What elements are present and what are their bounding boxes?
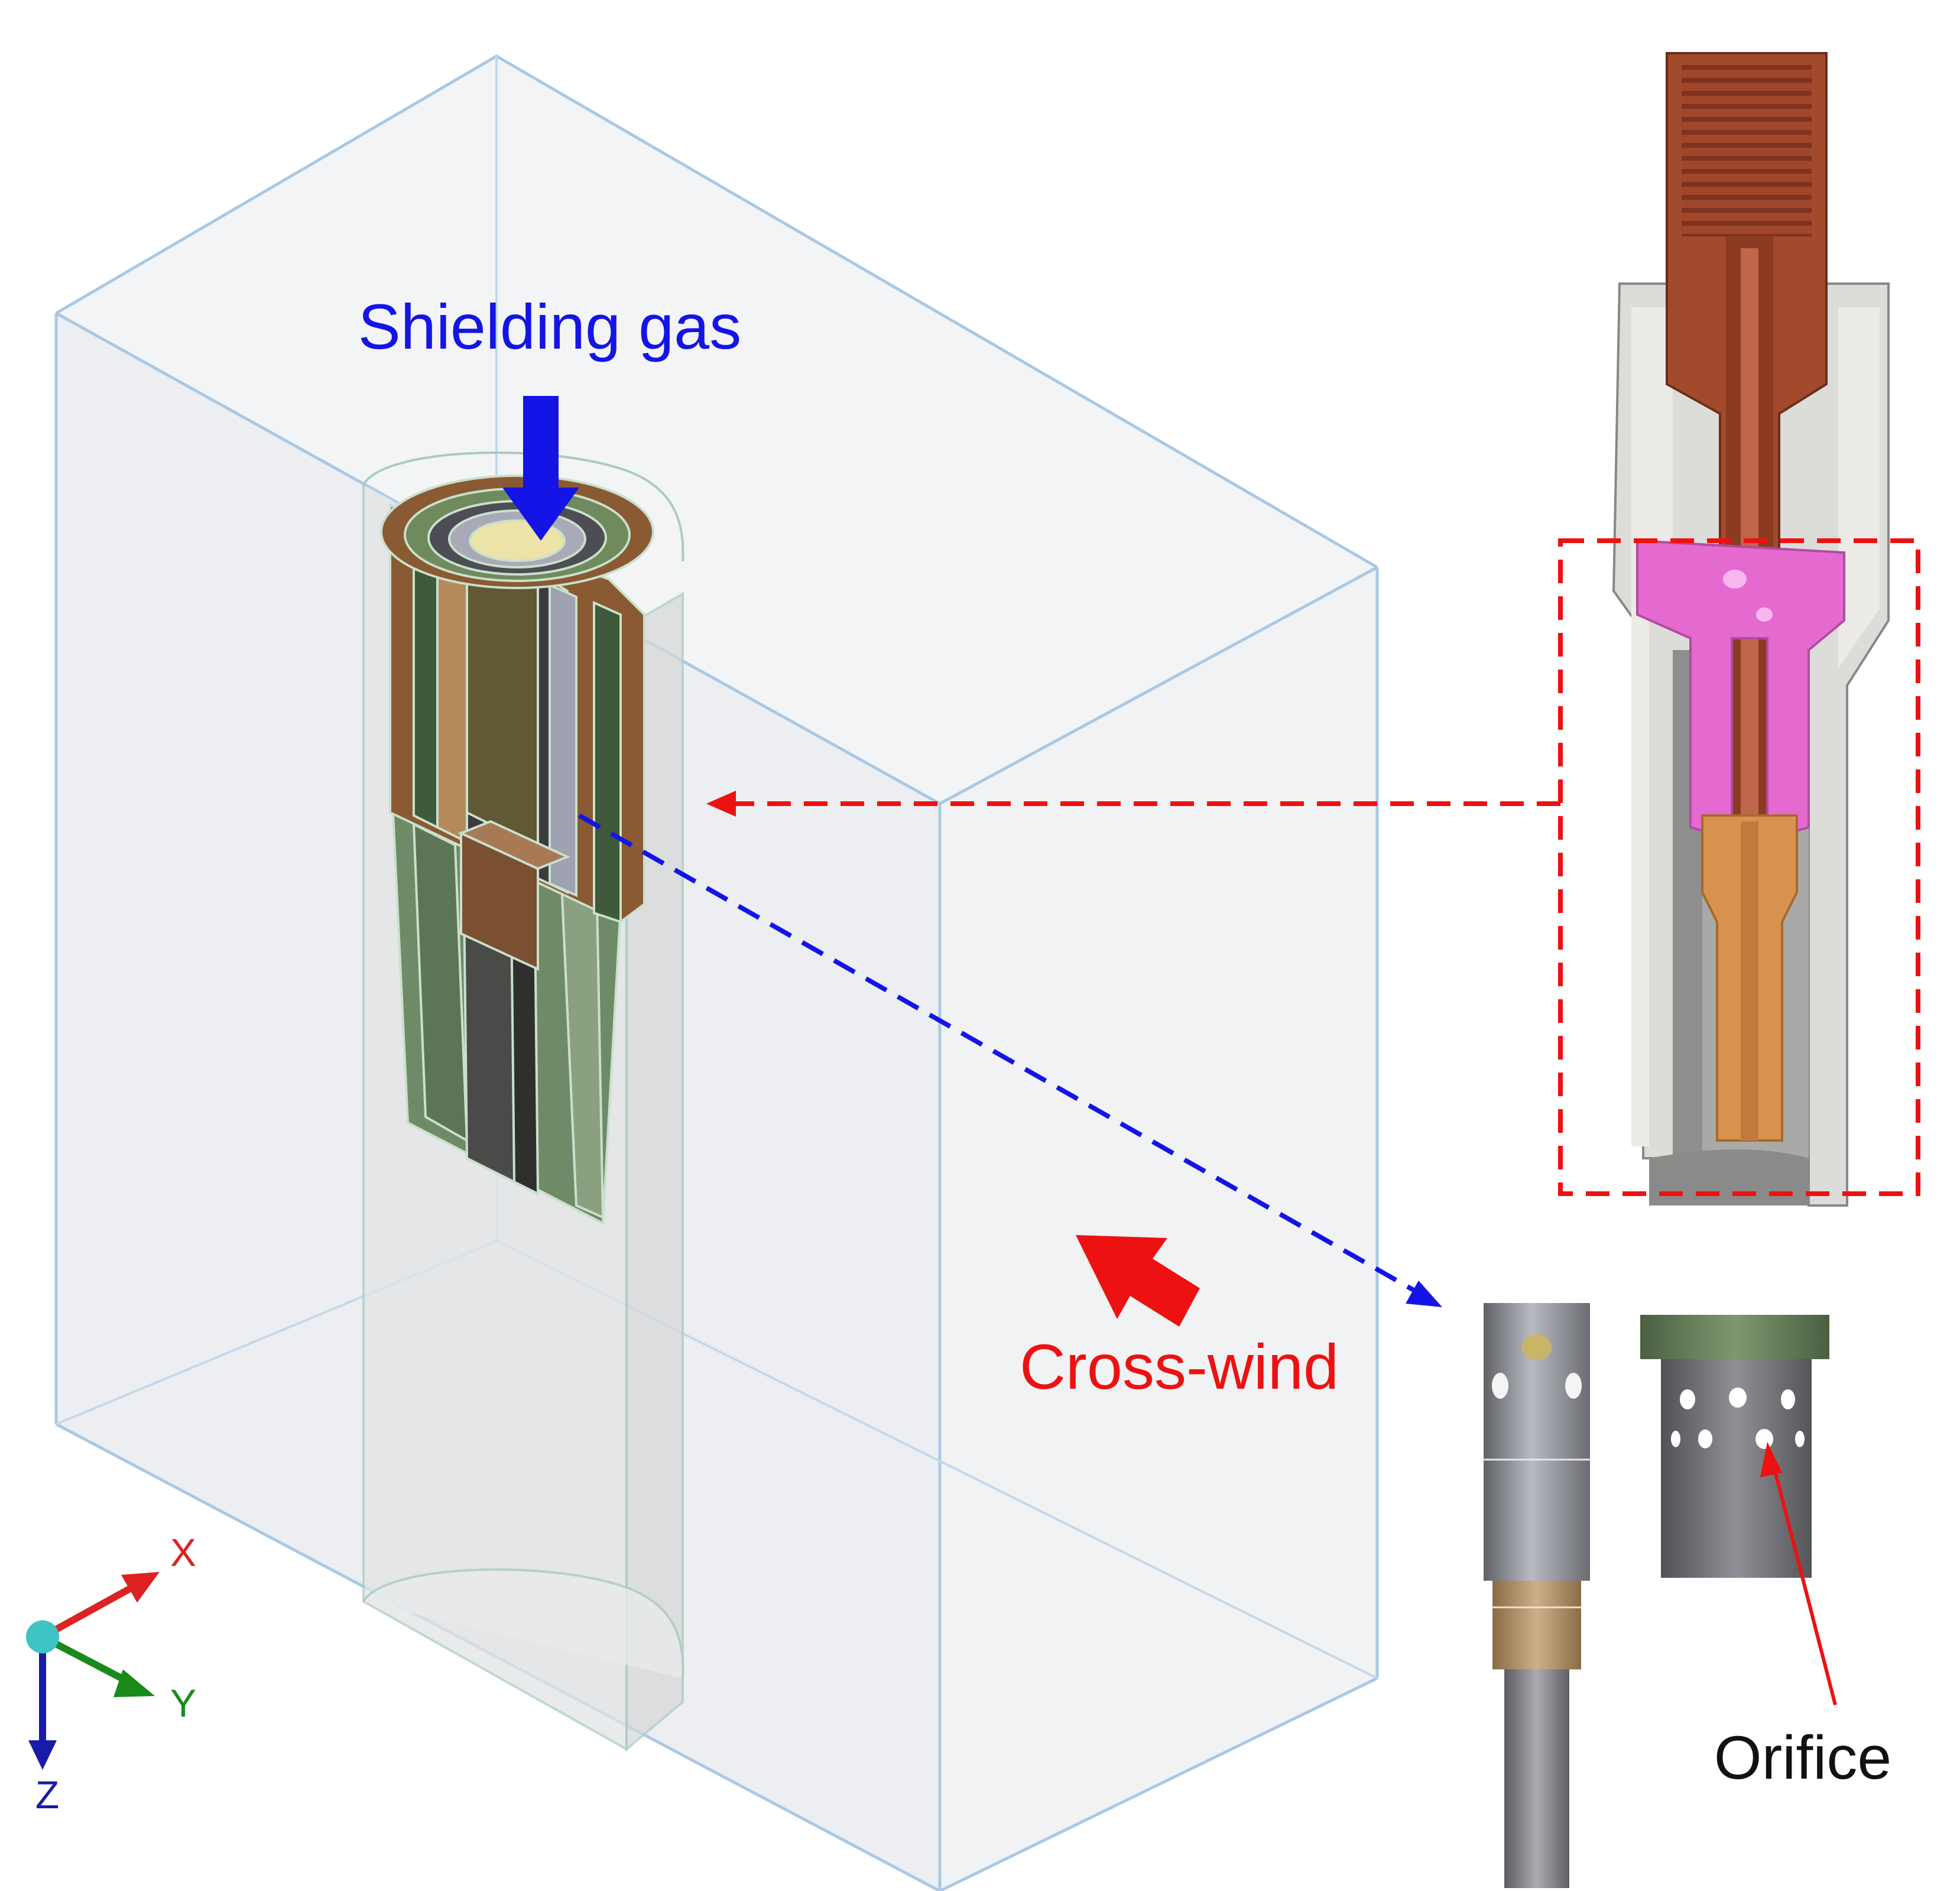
orifice-leader-arrow bbox=[1760, 1442, 1837, 1705]
shielding-gas-label: Shielding gas bbox=[358, 291, 741, 362]
detail-highlight-box bbox=[1558, 538, 1920, 1196]
axis-triad bbox=[26, 1572, 160, 1770]
z-axis-label: Z bbox=[35, 1773, 59, 1817]
cross-wind-arrow bbox=[1076, 1235, 1200, 1327]
detail-leader-arrow bbox=[706, 791, 1560, 817]
y-axis-line bbox=[41, 1633, 135, 1688]
torch-cutaway bbox=[380, 475, 654, 1226]
torch-cross-section bbox=[1612, 52, 1890, 1207]
axis-origin bbox=[26, 1620, 59, 1653]
orifice-label: Orifice bbox=[1714, 1724, 1891, 1792]
cross-wind-label: Cross-wind bbox=[1020, 1331, 1339, 1402]
x-axis-label: X bbox=[170, 1531, 196, 1574]
z-axis-arrowhead bbox=[28, 1740, 57, 1770]
part-leader-arrow bbox=[578, 813, 1442, 1307]
nozzle-part-view bbox=[1484, 1303, 1590, 1888]
x-axis-line bbox=[41, 1580, 141, 1640]
orifice-part-view bbox=[1640, 1315, 1829, 1578]
shielding-gas-arrow bbox=[502, 396, 579, 541]
domain-top-face bbox=[56, 56, 1377, 804]
x-axis-arrowhead bbox=[121, 1572, 160, 1603]
electrode-channel bbox=[466, 548, 539, 850]
domain-right-face bbox=[940, 567, 1377, 1891]
insulator bbox=[1636, 539, 1845, 841]
y-axis-label: Y bbox=[170, 1681, 196, 1725]
y-axis-arrowhead bbox=[113, 1669, 155, 1697]
